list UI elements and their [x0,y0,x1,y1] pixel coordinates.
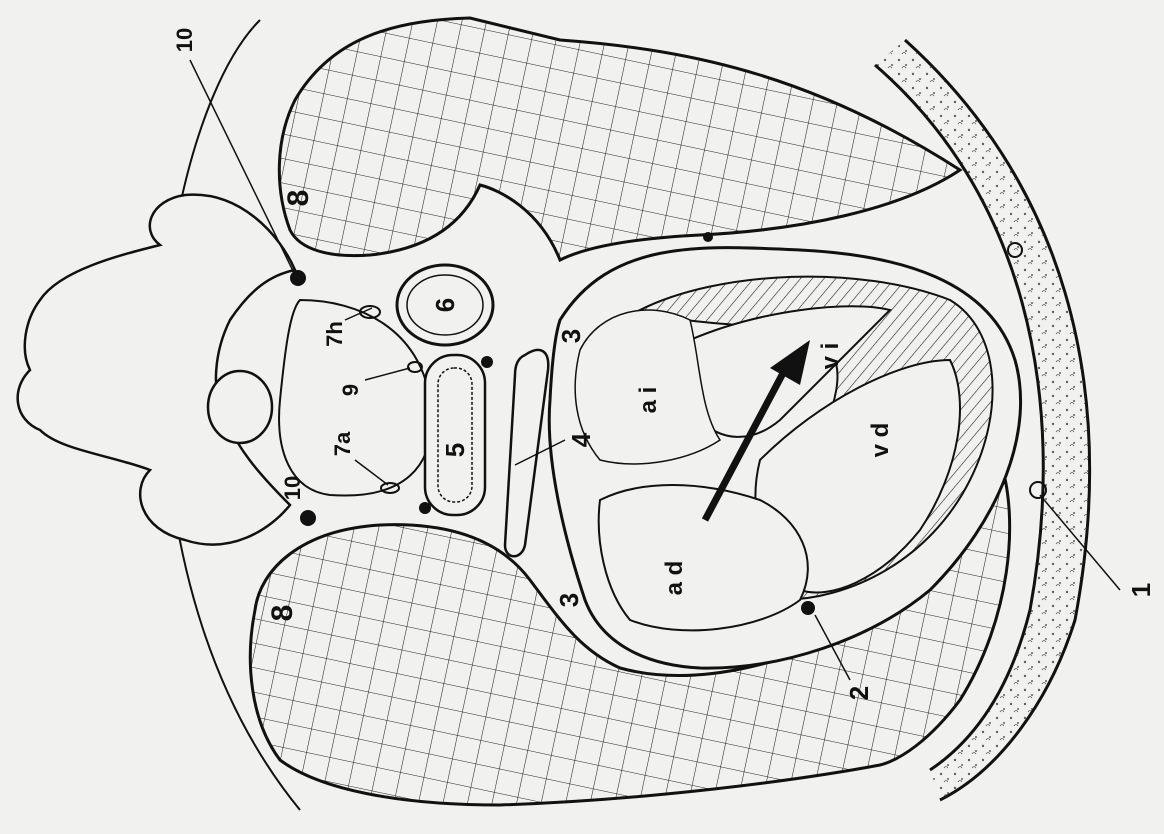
spinal-canal [208,371,272,443]
pericardiophrenic-vessel [801,601,815,615]
label-3-top: 3 [556,329,586,343]
lung-upper [279,18,960,260]
label-3-bottom: 3 [554,593,584,607]
vagus-nerve-2 [419,502,431,514]
label-8-bottom: 8 [266,605,299,622]
label-10-bottom: 10 [280,476,305,500]
label-ai: a i [635,387,662,414]
label-10-top: 10 [172,28,197,52]
esophagus [425,355,485,515]
vessel-10-upper [290,270,306,286]
vagus-nerve-1 [481,356,493,368]
phrenic-node-1 [703,232,713,242]
vertebra [18,195,295,545]
trachea-bar [505,350,548,556]
vessel-10-lower [300,510,316,526]
label-7h: 7h [322,321,347,347]
label-1: 1 [1126,583,1156,597]
label-9: 9 [338,384,363,396]
label-2: 2 [844,686,874,700]
label-6: 6 [430,298,460,312]
label-5: 5 [440,443,470,457]
label-vi: v i [817,343,844,370]
label-ad: a d [661,561,688,596]
label-4: 4 [566,432,596,447]
label-8-top: 8 [282,190,315,207]
label-vd: v d [867,423,894,458]
label-7a: 7a [330,431,355,456]
